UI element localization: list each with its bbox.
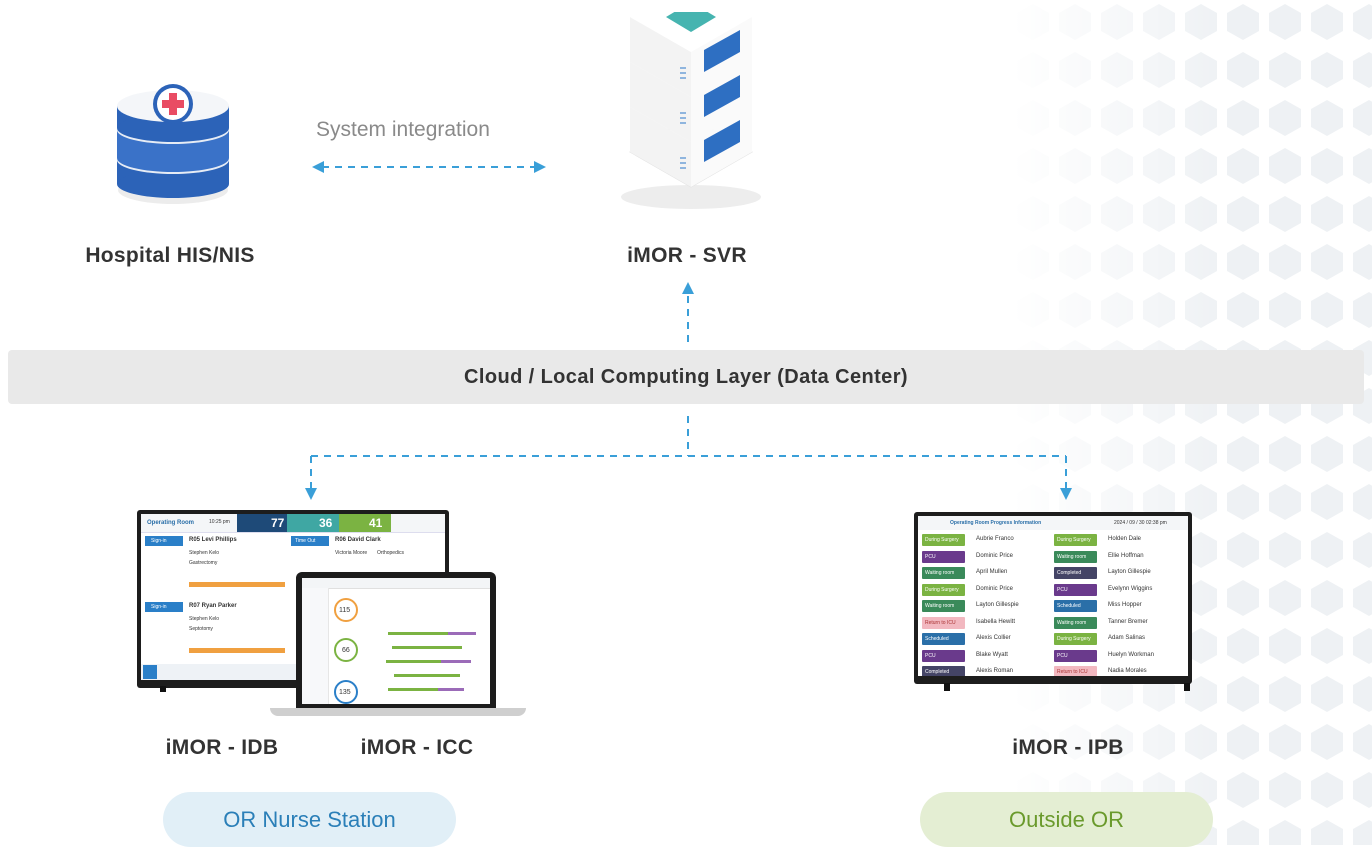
outside-or-label: Outside OR <box>1009 806 1124 832</box>
ipb-status-tag: During Surgery <box>1054 633 1097 645</box>
idb-room-1: R05 Levi Phillips <box>189 537 237 543</box>
icc-laptop-screen: 115 66 135 <box>296 572 496 710</box>
ipb-status-tag: Waiting room <box>922 567 965 579</box>
ipb-patient-name: Adam Salinas <box>1108 635 1146 641</box>
idb-stat-1: 77 <box>271 516 285 530</box>
ipb-status-tag: Scheduled <box>922 633 965 645</box>
ipb-patient-name: Dominic Price <box>976 552 1014 559</box>
ipb-label: iMOR - IPB <box>1012 736 1124 759</box>
idb-time: 10:25 pm <box>209 519 230 525</box>
ipb-status-tag: Waiting room <box>922 600 965 612</box>
or-nurse-station-group: OR Nurse Station <box>163 792 456 847</box>
ipb-patient-name: Tanner Bremer <box>1108 618 1148 625</box>
idb-room-3: R07 Ryan Parker <box>189 603 237 609</box>
idb-room-1-proc: Gastrectomy <box>189 560 218 566</box>
or-nurse-station-label: OR Nurse Station <box>223 806 396 832</box>
ipb-status-tag: Waiting room <box>1054 616 1097 629</box>
idb-label: iMOR - IDB <box>165 736 279 759</box>
computing-layer-label: Cloud / Local Computing Layer (Data Cent… <box>464 365 908 388</box>
server-icon <box>621 12 761 209</box>
ipb-status-tag: Waiting room <box>1054 550 1097 563</box>
ipb-patient-name: Dominic Price <box>976 585 1014 592</box>
ipb-patient-name: Alexis Collier <box>976 635 1011 641</box>
idb-badge-2: Time Out <box>295 538 316 544</box>
ipb-patient-name: Aubrie Franco <box>976 536 1014 542</box>
ipb-patient-name: April Mullen <box>976 569 1008 575</box>
hexagon-background-pattern <box>1012 0 1372 845</box>
idb-badge-3: Sign-in <box>151 604 167 610</box>
hospital-database-icon <box>117 84 229 204</box>
ipb-status-tag: PCU <box>1054 649 1097 662</box>
ipb-status-tag: During Surgery <box>922 583 965 596</box>
icc-gauge-3: 135 <box>339 689 351 696</box>
ipb-patient-name: Isabella Hewitt <box>976 618 1016 625</box>
idb-stat-2: 36 <box>319 516 333 530</box>
idb-room-2-dept: Orthopedics <box>377 550 404 556</box>
icc-gantt-bars <box>386 632 476 691</box>
ipb-patient-name: Miss Hopper <box>1108 602 1142 608</box>
ipb-status-tag: Return to ICU <box>1054 666 1097 676</box>
ipb-patient-name: Layton Gillespie <box>976 602 1019 608</box>
ipb-datetime: 2024 / 09 / 30 02:38 pm <box>1114 520 1167 526</box>
ipb-patient-name: Holden Dale <box>1108 536 1142 542</box>
ipb-monitor-leg <box>944 683 950 691</box>
idb-title: Operating Room <box>147 520 195 526</box>
ipb-monitor: Operating Room Progress Information 2024… <box>914 512 1192 684</box>
idb-monitor-leg <box>160 686 166 692</box>
icc-label: iMOR - ICC <box>360 736 474 759</box>
icc-gauge-2: 66 <box>342 647 350 654</box>
ipb-status-tag: PCU <box>922 550 965 563</box>
ipb-status-tag: Completed <box>1054 567 1097 579</box>
ipb-status-tag: During Surgery <box>1054 534 1097 546</box>
icc-laptop-base <box>270 708 526 716</box>
idb-room-2: R06 David Clark <box>335 537 381 543</box>
idb-room-3-proc: Septotomy <box>189 626 213 632</box>
idb-room-1-field: Stephen Kelo <box>189 550 220 556</box>
ipb-patient-name: Blake Wyatt <box>976 651 1008 658</box>
outside-or-group: Outside OR <box>920 792 1213 847</box>
idb-room-2-field: Victoria Moore <box>335 550 368 556</box>
ipb-patient-name: Evelynn Wiggins <box>1108 585 1153 592</box>
ipb-status-tag: During Surgery <box>922 534 965 546</box>
ipb-status-tag: Scheduled <box>1054 600 1097 612</box>
ipb-patient-name: Huelyn Workman <box>1108 651 1154 658</box>
icc-gauges <box>334 598 358 704</box>
system-integration-label: System integration <box>316 118 490 141</box>
ipb-patient-name: Layton Gillespie <box>1108 569 1151 575</box>
svr-label: iMOR - SVR <box>627 244 747 267</box>
ipb-status-tag: Completed <box>922 666 965 676</box>
ipb-status-tag: PCU <box>1054 583 1097 596</box>
ipb-patient-name: Nadia Morales <box>1108 668 1147 674</box>
ipb-patient-name: Alexis Roman <box>976 668 1014 674</box>
ipb-patient-name: Ellie Hoffman <box>1108 552 1144 559</box>
ipb-title: Operating Room Progress Information <box>950 520 1042 526</box>
computing-layer-bar: Cloud / Local Computing Layer (Data Cent… <box>8 350 1364 404</box>
ipb-status-tag: Return to ICU <box>922 616 965 629</box>
ipb-status-tag: PCU <box>922 649 965 662</box>
his-label: Hospital HIS/NIS <box>85 244 255 267</box>
idb-stat-3: 41 <box>369 516 383 530</box>
ipb-monitor-leg <box>1184 683 1190 691</box>
idb-room-3-field: Stephen Kelo <box>189 616 220 622</box>
idb-badge-1: Sign-in <box>151 538 167 544</box>
icc-gauge-1: 115 <box>339 607 351 614</box>
